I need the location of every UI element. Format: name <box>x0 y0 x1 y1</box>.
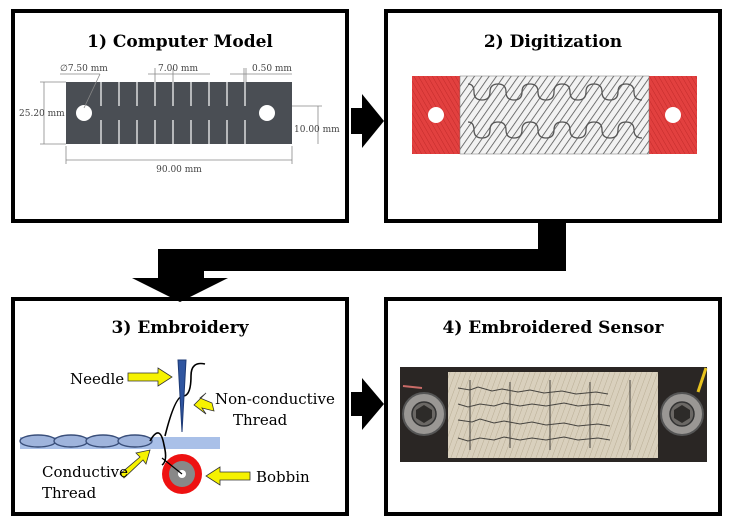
conductive-thread-loop <box>149 432 167 466</box>
dim-gap: 7.00 mm <box>158 64 198 74</box>
hole-right <box>665 107 681 123</box>
panel-title: 4) Embroidered Sensor <box>442 318 664 338</box>
hole-left <box>428 107 444 123</box>
sensor-photo <box>400 367 708 462</box>
nonconductive-arrow <box>193 392 215 415</box>
computer-model-drawing: ∅7.50 mm 7.00 mm 0.50 mm 25.20 mm 10.00 … <box>19 64 340 175</box>
label-conductive-1: Conductive <box>42 463 128 481</box>
embroidered-fabric <box>448 372 658 458</box>
dim-length: 90.00 mm <box>156 165 202 175</box>
dim-hole: ∅7.50 mm <box>60 64 108 74</box>
hole-left <box>76 105 92 121</box>
dim-tab: 10.00 mm <box>294 125 340 135</box>
dim-slit: 0.50 mm <box>252 64 292 74</box>
bobbin-arrow <box>205 466 251 486</box>
panel-title: 1) Computer Model <box>87 32 273 52</box>
wire-red <box>402 385 423 389</box>
label-bobbin: Bobbin <box>256 468 310 486</box>
conductive-arrow <box>119 449 151 479</box>
label-nonconductive-2: Thread <box>233 411 288 429</box>
arrow-right-1 <box>351 94 384 148</box>
model-body <box>66 82 292 144</box>
label-nonconductive-1: Non-conductive <box>215 390 335 408</box>
nonconductive-thread <box>164 362 206 437</box>
arrow-down-left <box>132 223 566 302</box>
hole-right <box>259 105 275 121</box>
arrow-right-2 <box>351 378 384 430</box>
needle <box>177 359 187 433</box>
embroidery-illustration: Needle Non-conductive Thread Conductive … <box>19 359 335 502</box>
wire-yellow <box>696 367 708 393</box>
panel-title: 2) Digitization <box>483 32 623 52</box>
label-needle: Needle <box>70 370 124 388</box>
conductive-thread <box>19 434 153 448</box>
panel-title: 3) Embroidery <box>111 318 249 338</box>
dim-height: 25.20 mm <box>19 109 65 119</box>
label-conductive-2: Thread <box>42 484 97 502</box>
needle-arrow <box>127 367 173 387</box>
digitized-pattern <box>412 75 697 155</box>
